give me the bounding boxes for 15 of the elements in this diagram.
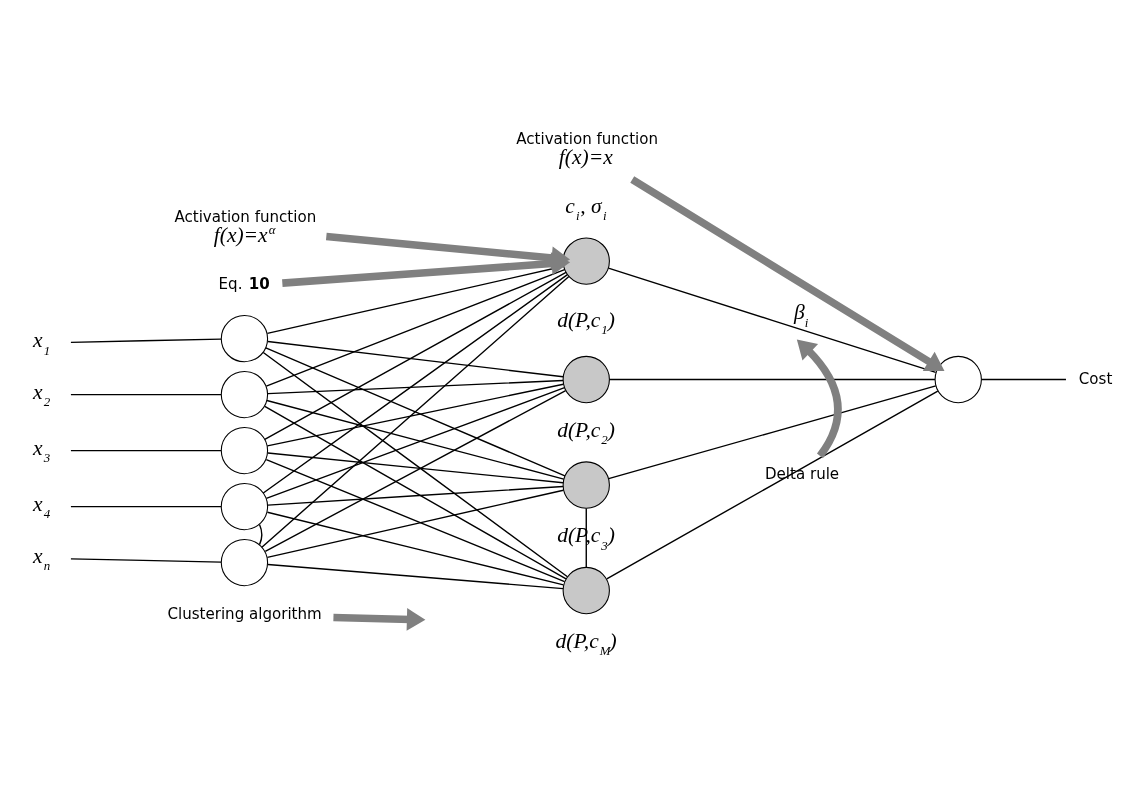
node-text: x$_{n}$ xyxy=(32,543,51,573)
node-label: c$_{i}$, σ$_{i}$ xyxy=(565,193,607,223)
node-text: Activation function f(x)=x xyxy=(516,129,659,169)
node-text: x$_{1}$ xyxy=(32,327,51,358)
node-text: x$_{3}$ xyxy=(32,435,51,465)
node-label: d(P,c$_{2}$) xyxy=(557,417,615,447)
node-text: x$_{2}$ xyxy=(32,379,51,409)
node-text: Activation function f(x)=x$^{α}$ xyxy=(174,206,317,247)
node-label: d(P,c$_{M}$) xyxy=(555,628,617,658)
node-text: Cost xyxy=(1078,369,1113,388)
node-label: d(P,c$_{1}$) xyxy=(557,307,615,337)
label: β$_{i}$ xyxy=(794,299,809,330)
node-text: x$_{4}$ xyxy=(32,491,51,521)
node-text: Eq. 10 xyxy=(218,274,270,293)
node-text: Clustering algorithm xyxy=(167,604,322,623)
